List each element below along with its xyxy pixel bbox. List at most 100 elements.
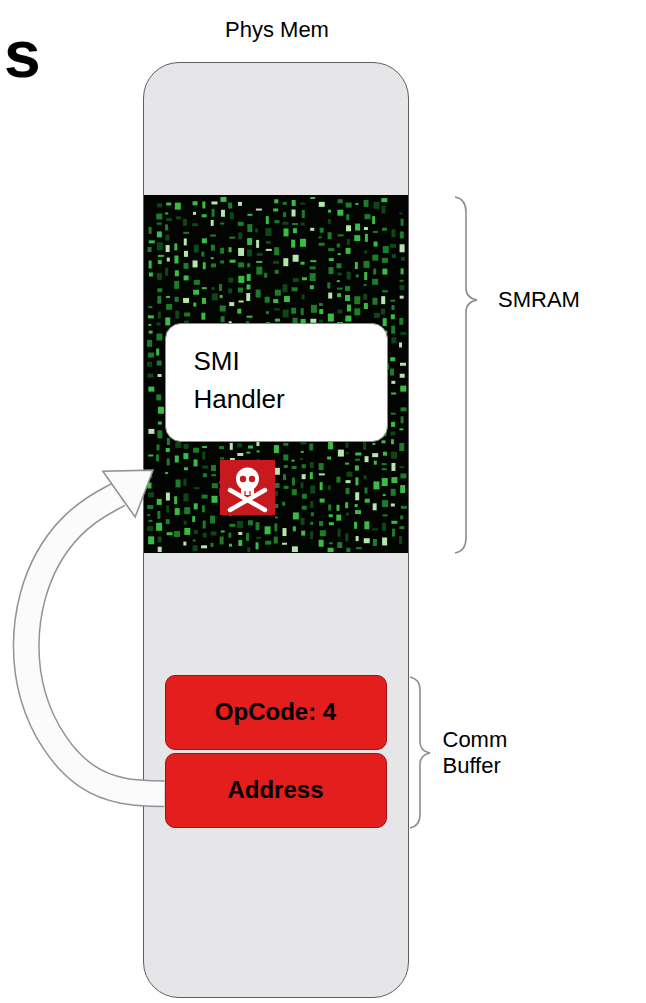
skull-icon xyxy=(220,460,275,515)
matrix-glyph xyxy=(301,518,305,525)
matrix-glyph xyxy=(319,521,323,526)
matrix-glyph xyxy=(148,387,154,392)
matrix-glyph xyxy=(310,472,313,479)
matrix-glyph xyxy=(374,242,378,247)
matrix-glyph xyxy=(300,239,306,247)
matrix-glyph xyxy=(266,249,272,251)
matrix-glyph xyxy=(165,224,168,230)
matrix-glyph xyxy=(193,290,199,295)
matrix-glyph xyxy=(319,202,325,207)
matrix-glyph xyxy=(256,542,259,549)
matrix-glyph xyxy=(337,244,340,248)
matrix-glyph xyxy=(338,273,342,276)
matrix-glyph xyxy=(212,209,215,217)
matrix-glyph xyxy=(337,210,343,216)
matrix-glyph xyxy=(256,537,261,539)
matrix-glyph xyxy=(364,272,367,280)
matrix-glyph xyxy=(175,297,179,302)
matrix-glyph xyxy=(399,526,404,529)
matrix-glyph xyxy=(265,541,271,545)
matrix-glyph xyxy=(247,547,250,552)
matrix-glyph xyxy=(147,340,152,347)
matrix-glyph xyxy=(148,429,154,434)
matrix-glyph xyxy=(373,503,377,510)
matrix-glyph xyxy=(275,517,278,519)
matrix-glyph xyxy=(329,542,333,544)
matrix-glyph xyxy=(273,261,279,264)
matrix-glyph xyxy=(274,523,277,531)
matrix-glyph xyxy=(184,507,190,514)
matrix-glyph xyxy=(345,316,351,322)
matrix-glyph xyxy=(220,248,224,254)
matrix-glyph xyxy=(391,452,397,459)
matrix-glyph xyxy=(400,363,406,366)
matrix-glyph xyxy=(372,528,378,530)
matrix-glyph xyxy=(193,448,199,453)
matrix-glyph xyxy=(293,255,299,262)
matrix-glyph xyxy=(282,543,287,545)
matrix-glyph xyxy=(274,445,279,453)
matrix-glyph xyxy=(183,493,188,501)
matrix-glyph xyxy=(229,302,234,306)
matrix-glyph xyxy=(391,381,395,384)
matrix-glyph xyxy=(255,229,258,233)
matrix-glyph xyxy=(211,220,214,226)
matrix-glyph xyxy=(355,459,360,461)
matrix-glyph xyxy=(328,267,333,274)
matrix-glyph xyxy=(400,515,403,519)
matrix-glyph xyxy=(274,199,278,203)
matrix-glyph xyxy=(157,242,163,250)
matrix-glyph xyxy=(355,504,358,507)
matrix-glyph xyxy=(255,522,259,530)
matrix-glyph xyxy=(266,216,269,224)
matrix-glyph xyxy=(390,369,394,376)
matrix-glyph xyxy=(292,287,298,291)
matrix-glyph xyxy=(319,540,324,547)
matrix-glyph xyxy=(166,448,170,452)
matrix-glyph xyxy=(383,318,387,326)
matrix-glyph xyxy=(202,201,205,208)
matrix-glyph xyxy=(302,506,307,510)
matrix-glyph xyxy=(237,521,243,528)
matrix-glyph xyxy=(336,477,340,483)
matrix-glyph xyxy=(320,530,326,536)
matrix-glyph xyxy=(391,422,395,427)
matrix-glyph xyxy=(166,296,170,298)
matrix-glyph xyxy=(194,530,198,534)
matrix-glyph xyxy=(194,245,199,253)
matrix-glyph xyxy=(302,210,305,218)
matrix-glyph xyxy=(310,260,316,262)
matrix-glyph xyxy=(275,468,280,475)
matrix-glyph xyxy=(381,198,387,202)
matrix-glyph xyxy=(401,268,404,274)
matrix-glyph xyxy=(328,485,331,490)
matrix-glyph xyxy=(400,473,406,478)
matrix-glyph xyxy=(284,296,290,302)
matrix-glyph xyxy=(309,443,313,450)
matrix-glyph xyxy=(383,452,387,456)
matrix-glyph xyxy=(184,275,189,280)
matrix-glyph xyxy=(293,278,299,282)
matrix-glyph xyxy=(356,274,359,277)
matrix-glyph xyxy=(283,258,288,266)
matrix-glyph xyxy=(238,248,244,256)
matrix-glyph xyxy=(302,474,306,479)
matrix-glyph xyxy=(329,522,334,525)
matrix-glyph xyxy=(220,536,224,544)
matrix-glyph xyxy=(284,486,289,489)
matrix-glyph xyxy=(266,311,269,314)
matrix-glyph xyxy=(337,542,342,548)
matrix-glyph xyxy=(247,238,252,245)
matrix-glyph xyxy=(346,225,351,231)
matrix-glyph xyxy=(292,460,295,462)
matrix-glyph xyxy=(311,512,314,516)
matrix-glyph xyxy=(157,322,161,325)
matrix-glyph xyxy=(256,290,261,298)
matrix-glyph xyxy=(184,528,190,535)
matrix-glyph xyxy=(328,441,333,449)
matrix-glyph xyxy=(319,319,323,322)
matrix-glyph xyxy=(354,522,357,529)
matrix-glyph xyxy=(203,521,206,529)
matrix-glyph xyxy=(211,474,216,476)
